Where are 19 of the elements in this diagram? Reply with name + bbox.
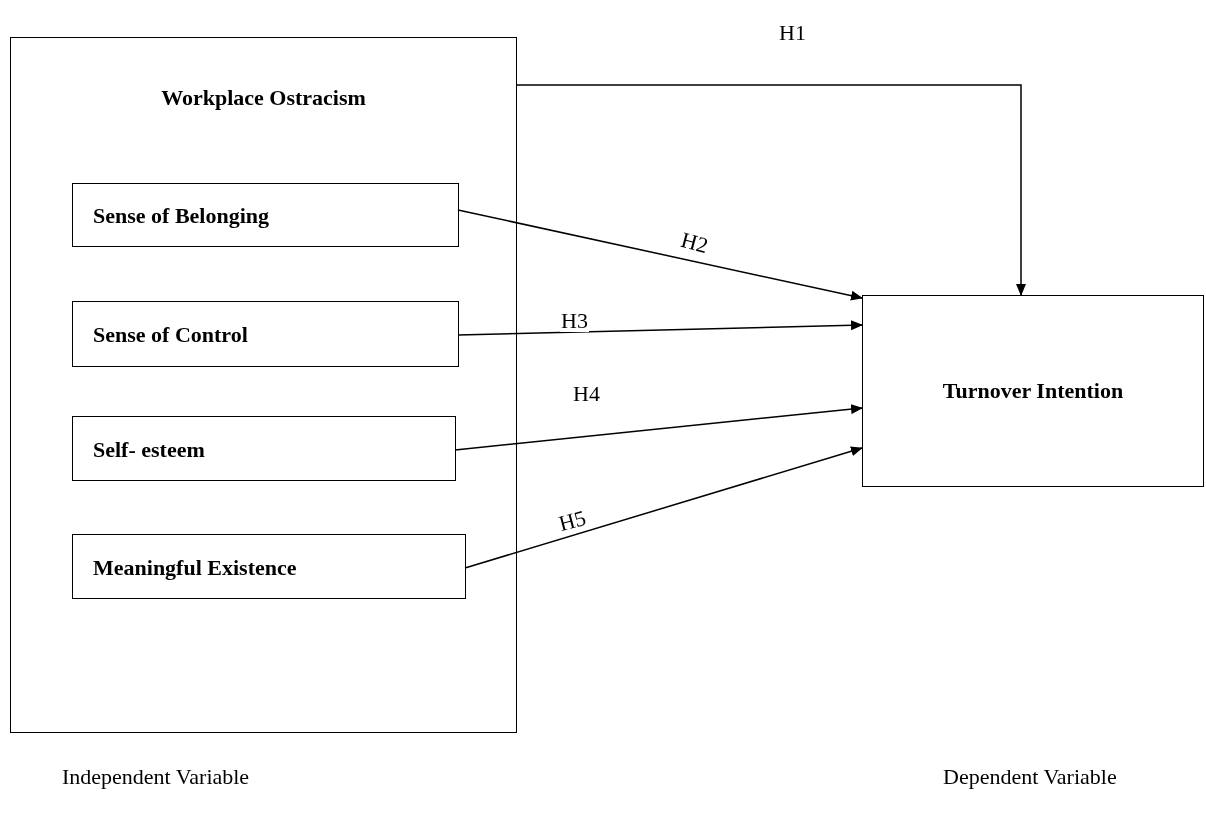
- dimension-box: [72, 534, 466, 599]
- arrow: [454, 404, 863, 451]
- dimension-box: [72, 416, 456, 481]
- node-title: Sense of Control: [93, 322, 248, 348]
- node-title: Workplace Ostracism: [160, 85, 367, 111]
- arrow: [516, 84, 1026, 296]
- node-title: Meaningful Existence: [93, 554, 297, 581]
- node-title: Self- esteem: [93, 436, 205, 463]
- dimension-box: [72, 301, 459, 367]
- construct-box: [862, 295, 1204, 487]
- construct-box: [10, 37, 517, 733]
- variable-caption: Independent Variable: [62, 764, 250, 790]
- node-title: Turnover Intention: [941, 378, 1125, 404]
- variable-caption: Dependent Variable: [943, 764, 1117, 790]
- dimension-box: [72, 183, 459, 247]
- node-title: Sense of Belonging: [93, 203, 270, 229]
- arrow: [457, 320, 863, 336]
- arrow: [464, 446, 863, 569]
- arrow: [457, 209, 863, 301]
